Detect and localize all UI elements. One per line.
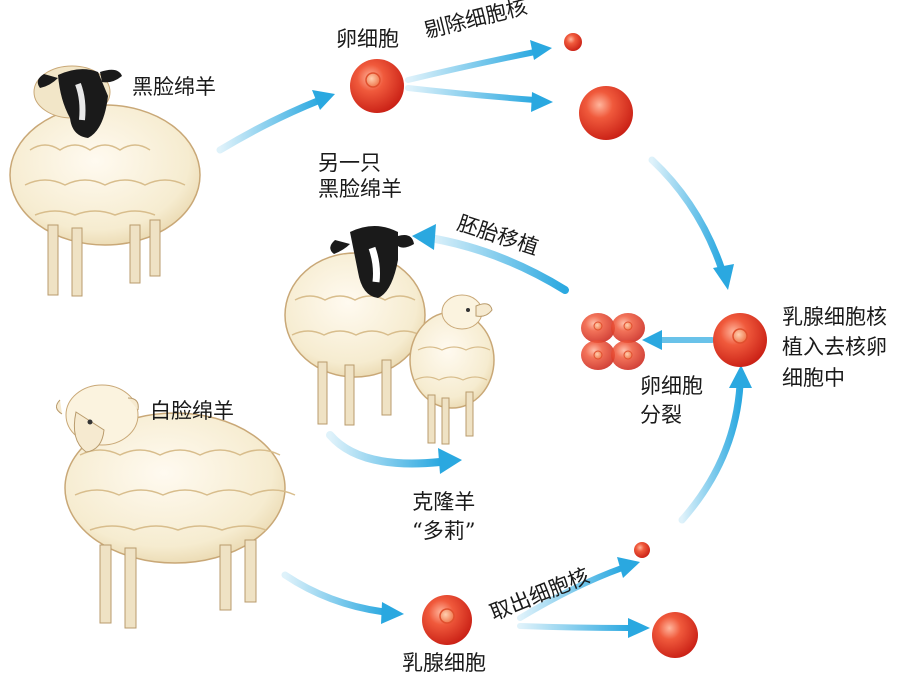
arrow-egg-to-small-nucleus <box>408 40 552 80</box>
arrow-egg-to-enucleated-egg <box>408 88 553 112</box>
fused-egg-cell <box>713 313 767 367</box>
label-egg-division-line2: 分裂 <box>640 401 703 430</box>
label-white-face-sheep: 白脸绵羊 <box>150 398 234 424</box>
label-black-face-sheep: 黑脸绵羊 <box>132 74 216 100</box>
label-implant-line3: 细胞中 <box>782 363 887 393</box>
label-another-line2: 黑脸绵羊 <box>318 176 402 202</box>
removed-nucleus-small <box>564 33 582 51</box>
arrow-mammary-to-cell-body <box>520 618 650 638</box>
label-implant-line1: 乳腺细胞核 <box>782 302 887 332</box>
label-clone-sheep: 克隆羊 “多莉” <box>412 488 475 547</box>
label-implant-nucleus: 乳腺细胞核 植入去核卵 细胞中 <box>782 302 887 393</box>
label-implant-line2: 植入去核卵 <box>782 332 887 362</box>
enucleated-egg-cell <box>579 86 633 140</box>
label-clone-line1: 克隆羊 <box>412 488 475 517</box>
mammary-cell <box>422 595 472 645</box>
label-egg-cell: 卵细胞 <box>336 26 399 52</box>
arrow-black-sheep-to-egg <box>220 90 335 150</box>
egg-cell <box>350 59 404 113</box>
label-clone-line2: “多莉” <box>412 517 475 546</box>
label-another-black-face-sheep: 另一只 黑脸绵羊 <box>318 150 402 203</box>
label-another-line1: 另一只 <box>318 150 402 176</box>
label-egg-division: 卵细胞 分裂 <box>640 372 703 431</box>
surrogate-sheep-illustration <box>285 226 425 425</box>
dividing-embryo-cells <box>581 313 645 370</box>
arrow-white-sheep-to-mammary <box>285 575 404 624</box>
mammary-cell-remainder <box>652 612 698 658</box>
extracted-nucleus-small <box>634 542 650 558</box>
arrow-fusion-to-division <box>642 330 712 350</box>
label-egg-division-line1: 卵细胞 <box>640 372 703 401</box>
label-mammary-cell: 乳腺细胞 <box>402 650 486 676</box>
arrow-enucleated-to-fusion <box>652 160 734 290</box>
black-face-sheep-illustration <box>10 66 200 296</box>
